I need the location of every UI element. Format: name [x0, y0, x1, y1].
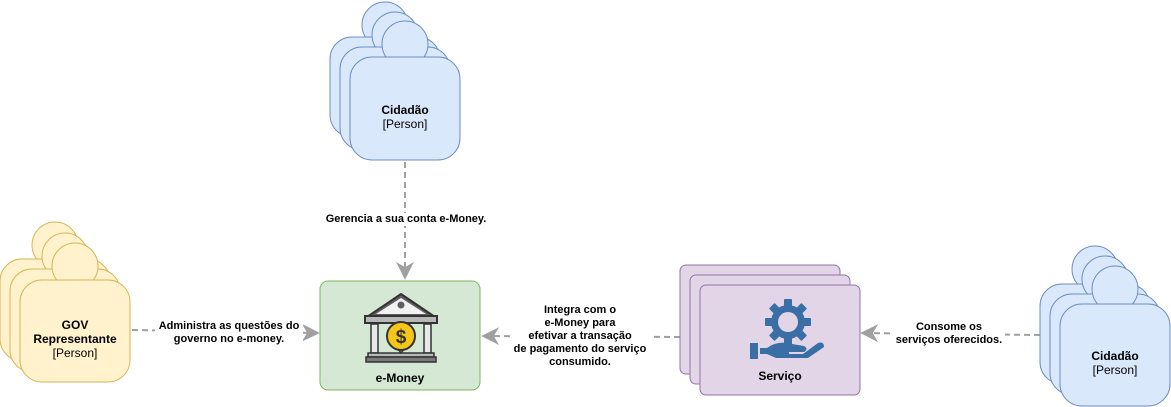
person-cidadao-right[interactable]	[1039, 245, 1171, 407]
person-gov-representante[interactable]	[0, 221, 131, 383]
cidadao-top-type: [Person]	[382, 117, 428, 131]
emoney-title: e-Money	[375, 371, 425, 385]
gear-hand-icon	[750, 299, 824, 359]
bank-icon: $	[364, 293, 438, 363]
edge-label-consome: Consome os serviços oferecidos.	[893, 321, 1005, 347]
edge-label-administra-line2: governo no e-money.	[173, 333, 285, 345]
edge-label-consome-line2: serviços oferecidos.	[895, 334, 1003, 346]
gov-title-line1: GOV	[61, 318, 89, 332]
gov-title-line2: Representante	[33, 332, 117, 346]
edge-label-consome-line1: Consome os	[915, 321, 982, 333]
cidadao-top-title: Cidadão	[381, 103, 429, 117]
edge-label-integra-line5: consumido.	[549, 356, 611, 368]
edge-label-integra: Integra com o e-Money para efetivar a tr…	[510, 304, 650, 369]
cidadao-right-label: Cidadão [Person]	[1060, 349, 1170, 377]
cidadao-top-label: Cidadão [Person]	[350, 103, 460, 131]
gov-type: [Person]	[52, 346, 98, 360]
edge-label-integra-line4: de pagamento do serviço	[513, 343, 647, 355]
edge-label-gerencia-text: Gerencia a sua conta e-Money.	[325, 213, 487, 225]
edge-label-integra-line3: efetivar a transação	[528, 330, 632, 342]
emoney-label: e-Money	[320, 371, 480, 385]
servico-label: Serviço	[700, 369, 860, 383]
edge-label-integra-line2: e-Money para	[544, 317, 616, 329]
servico-title: Serviço	[758, 369, 802, 383]
edge-label-administra: Administra as questões do governo no e-m…	[155, 320, 303, 346]
cidadao-right-type: [Person]	[1092, 363, 1138, 377]
edge-label-administra-line1: Administra as questões do	[158, 320, 300, 332]
person-cidadao-top[interactable]	[329, 1, 461, 161]
svg-text:$: $	[396, 327, 407, 348]
edge-label-integra-line1: Integra com o	[543, 304, 617, 316]
cidadao-right-title: Cidadão	[1091, 349, 1139, 363]
edge-label-gerencia: Gerencia a sua conta e-Money.	[318, 213, 494, 226]
gov-label: GOV Representante [Person]	[20, 318, 130, 360]
